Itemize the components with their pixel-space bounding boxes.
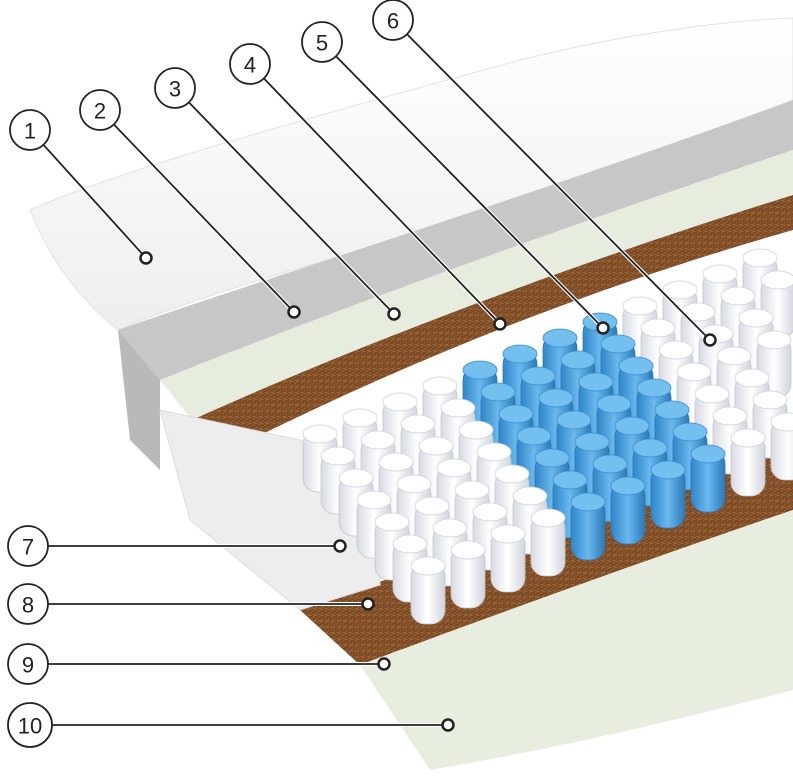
callout-number: 1 xyxy=(24,119,36,144)
callout-dot xyxy=(703,333,717,347)
blue-spring xyxy=(570,492,606,561)
callout-6: 6 xyxy=(372,0,717,347)
white-spring xyxy=(530,508,566,577)
blue-spring xyxy=(610,476,646,545)
white-spring xyxy=(490,524,526,593)
callout-circle xyxy=(7,643,49,685)
callout-dot xyxy=(493,317,507,331)
coconut-layer-top xyxy=(192,195,793,450)
callout-circle xyxy=(372,0,414,41)
callout-dot xyxy=(441,718,455,732)
callout-4: 4 xyxy=(229,43,507,331)
light-foam-layer xyxy=(160,150,793,420)
callout-number: 7 xyxy=(22,535,34,560)
callout-9: 9 xyxy=(7,643,391,685)
callout-leader-line xyxy=(42,144,147,259)
callout-circle xyxy=(154,67,196,109)
bottom-foam-layer xyxy=(360,510,793,770)
white-spring xyxy=(730,428,766,497)
callout-dot xyxy=(361,597,375,611)
callout-3: 3 xyxy=(154,67,401,321)
callout-dot xyxy=(596,321,610,335)
callout-leader-line xyxy=(335,55,604,329)
callout-dot xyxy=(287,305,301,319)
callout-leader-line xyxy=(263,77,501,325)
white-spring xyxy=(770,412,793,481)
callout-circle xyxy=(7,702,53,748)
callout-dot xyxy=(139,251,153,265)
callout-1: 1 xyxy=(9,109,153,265)
callout-8: 8 xyxy=(7,583,375,625)
gray-foam-layer xyxy=(118,100,793,380)
blue-spring xyxy=(650,460,686,529)
callout-2: 2 xyxy=(79,89,301,319)
callout-dot xyxy=(333,539,347,553)
blue-spring xyxy=(690,444,726,513)
callout-dot xyxy=(387,307,401,321)
callout-leader-line xyxy=(406,33,711,341)
callout-5: 5 xyxy=(301,21,610,335)
white-spring xyxy=(410,556,446,625)
callout-circle xyxy=(79,89,121,131)
callout-leader-line xyxy=(188,101,395,315)
callout-circle xyxy=(301,21,343,63)
callout-7: 7 xyxy=(7,525,347,567)
callout-dot xyxy=(377,657,391,671)
callout-number: 10 xyxy=(18,714,42,739)
callout-number: 5 xyxy=(316,31,328,56)
pocket-springs xyxy=(302,248,793,625)
gray-foam-side xyxy=(118,330,160,470)
callout-leader-line xyxy=(113,123,295,313)
callout-number: 8 xyxy=(22,593,34,618)
callout-number: 6 xyxy=(387,9,399,34)
callout-number: 9 xyxy=(22,653,34,678)
callout-number: 4 xyxy=(244,53,256,78)
callout-number: 2 xyxy=(94,99,106,124)
callout-markers: 1 2 3 4 5 6 7 8 9 10 xyxy=(7,0,717,748)
callout-number: 3 xyxy=(169,77,181,102)
callout-circle xyxy=(229,43,271,85)
foam-block-edge xyxy=(159,409,381,611)
callout-10: 10 xyxy=(7,702,455,748)
white-spring xyxy=(450,540,486,609)
callout-circle xyxy=(7,525,49,567)
callout-circle xyxy=(7,583,49,625)
callout-circle xyxy=(9,109,51,151)
